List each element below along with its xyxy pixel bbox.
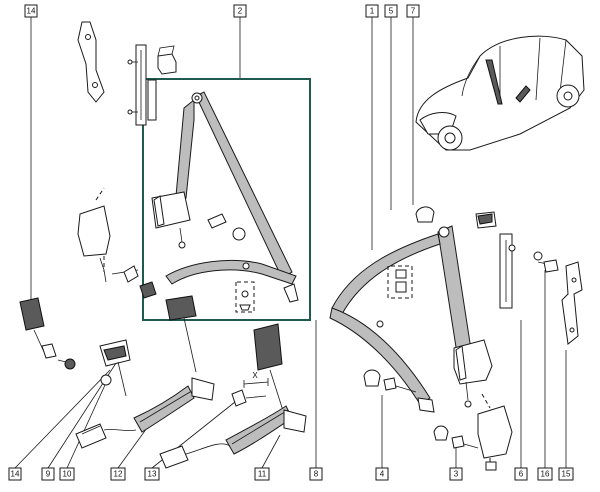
buckle-stalk-11: [225, 323, 307, 455]
car-illustration: [415, 35, 585, 151]
svg-text:14: 14: [27, 7, 36, 16]
retractor-housing-left: [77, 187, 111, 283]
adjuster-cap: [157, 45, 177, 75]
callout-1: 1: [365, 4, 379, 18]
svg-text:2: 2: [238, 7, 243, 16]
callout-6: 6: [514, 467, 528, 481]
rear-seat-belt-assembly: [329, 225, 493, 413]
svg-text:6: 6: [519, 470, 524, 479]
x-dimension-mark: X: [252, 371, 258, 380]
callout-10: 10: [59, 467, 75, 481]
fixing-bolt-left: [111, 265, 139, 283]
svg-text:11: 11: [258, 470, 267, 479]
svg-text:5: 5: [389, 7, 394, 16]
callout-7: 7: [406, 4, 420, 18]
callout-12: 12: [110, 467, 126, 481]
callout-4: 4: [375, 467, 389, 481]
svg-text:8: 8: [314, 470, 319, 479]
fixing-bolt-16: [533, 251, 559, 273]
callout-8: 8: [309, 467, 323, 481]
callout-14-top: 14: [24, 4, 38, 18]
fixing-bolt-center: [231, 378, 269, 407]
callout-9: 9: [41, 467, 55, 481]
connector-10: [75, 423, 107, 449]
svg-text:3: 3: [454, 470, 459, 479]
svg-text:16: 16: [541, 470, 550, 479]
svg-text:10: 10: [63, 470, 72, 479]
svg-text:15: 15: [562, 470, 571, 479]
cover-cap-5: [415, 206, 435, 223]
buckle-stalk-12: [103, 295, 215, 433]
leader-lines: [14, 17, 567, 469]
height-adjuster-rail: [127, 44, 157, 126]
svg-text:4: 4: [380, 470, 385, 479]
cover-cap-4: [363, 369, 417, 393]
callout-11: 11: [254, 467, 270, 481]
svg-text:13: 13: [148, 470, 157, 479]
callout-3: 3: [449, 467, 463, 481]
buckle-stalk-left: [19, 297, 76, 370]
connector-13: [159, 443, 231, 469]
retractor-housing-right: [477, 393, 513, 471]
callout-13: 13: [144, 467, 160, 481]
mounting-bracket-15: [561, 261, 583, 345]
svg-text:12: 12: [114, 470, 123, 479]
cover-cap-left: [139, 281, 157, 299]
svg-text:7: 7: [411, 7, 416, 16]
buckle-9: [99, 339, 131, 397]
callout-16: 16: [537, 467, 553, 481]
mounting-bracket-top-left: [77, 21, 105, 103]
callout-2: 2: [233, 4, 247, 18]
svg-text:14: 14: [11, 470, 20, 479]
svg-text:9: 9: [46, 470, 51, 479]
callout-14-bottom: 14: [8, 467, 22, 481]
front-seat-belt-assembly: [151, 91, 299, 313]
cover-cap-7: [475, 211, 497, 229]
callout-5: 5: [384, 4, 398, 18]
highlight-frame: [142, 78, 311, 321]
svg-text:1: 1: [370, 7, 375, 16]
height-adjuster-6: [499, 233, 516, 309]
cover-cap-3: [433, 425, 479, 449]
callout-15: 15: [558, 467, 574, 481]
